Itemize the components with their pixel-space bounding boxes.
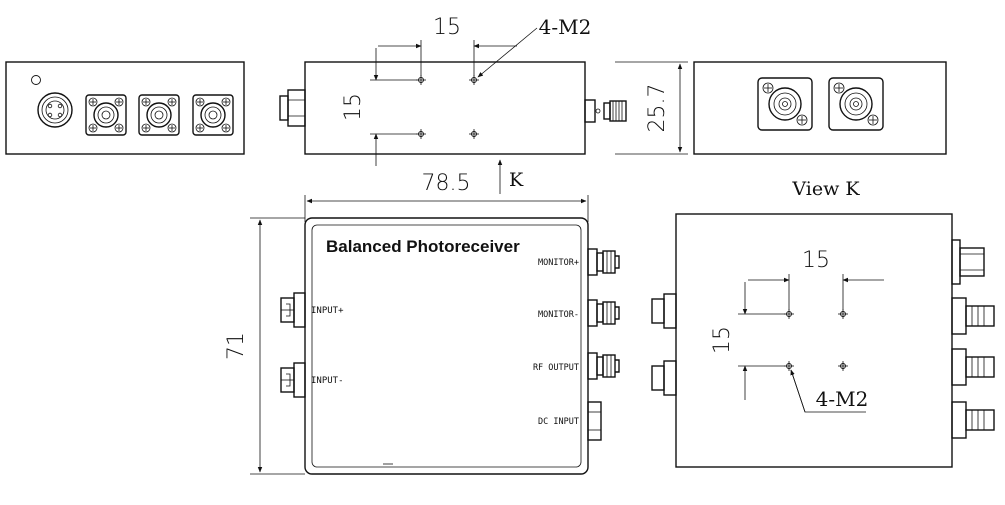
height-dimension: 25.7 (645, 84, 670, 133)
view-k-mounting-holes-label: 4-M2 (816, 387, 869, 411)
front-sma-connector-icon (85, 94, 127, 136)
side-sma-connector-icon (584, 99, 627, 123)
view-k-hole-spacing-x: 15 (802, 248, 830, 273)
indicator-led-icon (31, 75, 41, 85)
dc-input-label: DC INPUT (538, 417, 579, 427)
view-k-input-connector-icon (651, 293, 677, 396)
top-view-outline (304, 217, 589, 475)
view-k-hole-spacing-y: 15 (710, 326, 735, 354)
view-k-outline (675, 213, 953, 468)
view-k-mounting-hole-icon (784, 309, 848, 371)
input-minus-connector-icon (280, 362, 306, 398)
monitor-plus-label: MONITOR+ (538, 258, 579, 268)
front-sma-connector-icon (138, 94, 180, 136)
fiber-connector-icon (279, 89, 306, 127)
side-hole-spacing-x: 15 (433, 15, 461, 40)
front-panel-view (5, 61, 245, 155)
view-k-bottom: View K (651, 178, 995, 468)
input-minus-label: INPUT- (311, 376, 344, 386)
side-hole-spacing-y: 15 (341, 93, 366, 121)
view-k-letter: K (509, 169, 524, 191)
rear-panel-outline (693, 61, 947, 155)
rear-panel-view (693, 61, 947, 155)
input-plus-label: INPUT+ (311, 306, 344, 316)
device-title: Balanced Photoreceiver (326, 237, 520, 256)
front-panel-outline (5, 61, 245, 155)
front-sma-connector-icon (192, 94, 234, 136)
rear-sma-connector-icon (828, 77, 884, 131)
view-k-title: View K (791, 178, 860, 200)
view-k-output-connector-icon (951, 239, 995, 439)
side-view: 15 15 4-M2 25.7 78.5 K (279, 15, 688, 196)
input-plus-connector-icon (280, 292, 306, 328)
rear-sma-connector-icon (757, 77, 813, 131)
mounting-hole-icon (416, 75, 479, 139)
width-dimension-label: 78.5 (422, 171, 471, 196)
dc-power-connector-icon (37, 92, 73, 128)
monitor-plus-connector-icon (587, 248, 620, 276)
top-view: Balanced Photoreceiver 71 INPUT+ INPUT- (224, 195, 620, 475)
monitor-minus-connector-icon (587, 299, 620, 327)
dc-input-connector-icon (587, 401, 602, 441)
monitor-minus-label: MONITOR- (538, 310, 579, 320)
side-mounting-holes-label: 4-M2 (539, 15, 592, 39)
rf-output-label: RF OUTPUT (533, 363, 579, 373)
depth-dimension: 71 (224, 332, 249, 360)
rf-output-connector-icon (587, 352, 620, 380)
